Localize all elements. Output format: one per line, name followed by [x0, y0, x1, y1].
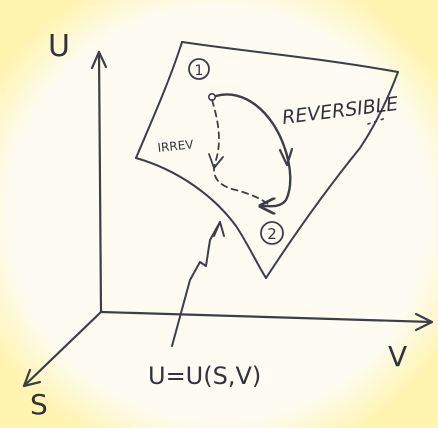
s-axis-label: S: [30, 388, 48, 421]
u-axis-label: U: [48, 29, 70, 64]
v-axis-label: V: [388, 340, 407, 373]
state-2-label: 2: [267, 225, 277, 243]
surface-equation: U=U(S,V): [148, 362, 261, 390]
state-1-label: 1: [195, 63, 204, 79]
